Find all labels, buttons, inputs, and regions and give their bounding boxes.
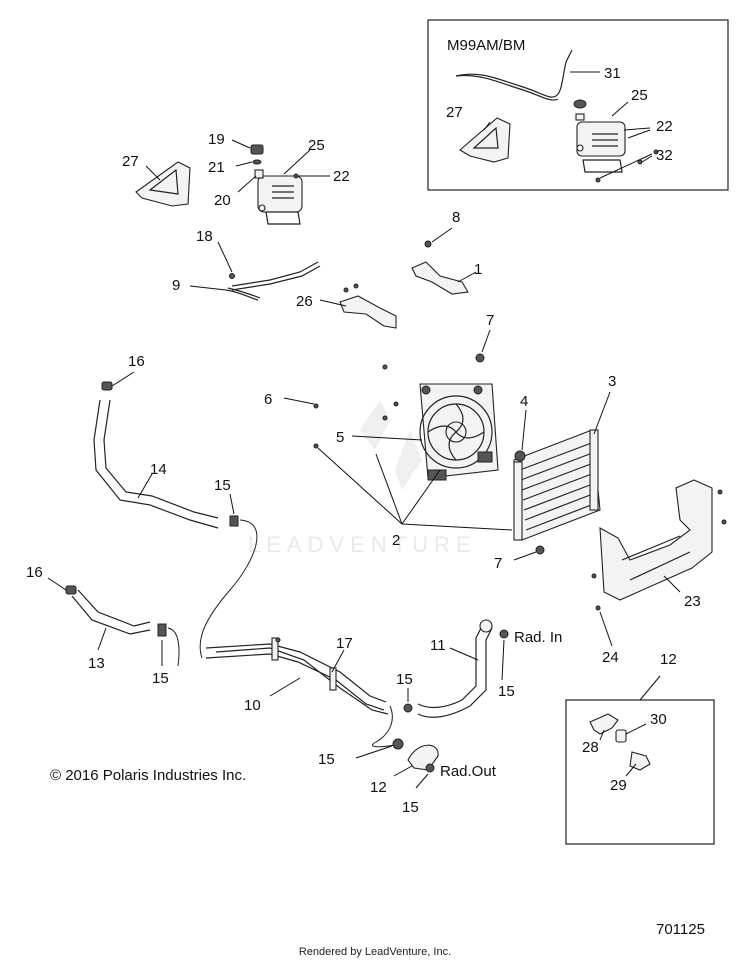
callout-27: 27 [122, 153, 139, 170]
callout-22: 22 [333, 168, 350, 185]
tube-route [199, 519, 258, 659]
cap-4 [514, 450, 526, 462]
bracket-26 [339, 295, 397, 329]
hose-12: 15 12 15 Rad.Out [318, 738, 497, 816]
copyright: © 2016 Polaris Industries Inc. [50, 767, 246, 784]
callout-21: 21 [208, 159, 225, 176]
callout-23: 23 [684, 593, 701, 610]
callout-31: 31 [604, 65, 621, 82]
clamp-30 [615, 729, 627, 743]
neck-20 [254, 169, 264, 179]
reservoir-group: 27 19 21 20 25 22 [122, 131, 350, 225]
callout-13: 13 [88, 655, 105, 672]
callout-22-inset: 22 [656, 118, 673, 135]
callout-29: 29 [610, 777, 627, 794]
callout-24: 24 [602, 649, 619, 666]
gasket-21 [252, 159, 262, 165]
callout-5: 5 [336, 429, 344, 446]
leader-32-b [641, 155, 653, 163]
callout-1: 1 [474, 261, 482, 278]
callout-8: 8 [452, 209, 460, 226]
callout-30: 30 [650, 711, 667, 728]
clamp-15-rad-out [425, 763, 435, 773]
callout-6: 6 [264, 391, 272, 408]
leader-25-inset [611, 101, 629, 117]
callout-16-bottom: 16 [26, 564, 43, 581]
callout-3: 3 [608, 373, 616, 390]
hose-28 [589, 713, 619, 735]
callout-7-bottom: 7 [494, 555, 502, 572]
inset-frame [427, 19, 729, 191]
leader-22-inset-b [627, 129, 651, 139]
callout-4: 4 [520, 393, 528, 410]
leader-22-inset-a [623, 127, 651, 131]
hose-14: 16 14 [93, 353, 219, 529]
inset-vent-hose [455, 49, 573, 98]
footer: Rendered by LeadVenture, Inc. [298, 946, 452, 958]
radiator-3: 4 3 [513, 373, 616, 541]
callout-28: 28 [582, 739, 599, 756]
callout-7-top: 7 [486, 312, 494, 329]
callout-32: 32 [656, 147, 673, 164]
callout-20: 20 [214, 192, 231, 209]
leader-32-a [599, 153, 653, 179]
label-rad-in: Rad. In [514, 629, 562, 646]
overflow-hose-group: 18 9 [172, 228, 321, 301]
breakdown-frame [565, 699, 715, 845]
inset-m99ambm: M99AM/BM 31 27 25 22 32 [427, 19, 729, 191]
overflow-hose-9 [225, 261, 319, 301]
cap-19 [250, 144, 264, 155]
callout-14: 14 [150, 461, 167, 478]
inset-bracket [459, 117, 511, 163]
callout-19: 19 [208, 131, 225, 148]
callout-15-d: 15 [396, 671, 413, 688]
callout-27-inset: 27 [446, 104, 463, 121]
callout-2: 2 [392, 532, 400, 549]
coolant-tubes-10: 17 10 [205, 635, 389, 715]
watermark: LEADVENTURE [248, 400, 477, 557]
inset-title: M99AM/BM [447, 37, 525, 54]
leaders-2: 2 [317, 447, 513, 549]
callout-25: 25 [308, 137, 325, 154]
callout-12: 12 [370, 779, 387, 796]
callout-15-c: 15 [498, 683, 515, 700]
clamp-16-bottom [65, 585, 77, 595]
drawing-number: 701125 [656, 921, 705, 938]
bracket-group: 8 1 26 [296, 209, 482, 329]
callout-15-a: 15 [214, 477, 231, 494]
callout-12-box: 12 [660, 651, 677, 668]
leader-27-inset [483, 121, 491, 131]
hose-11: 11 15 Rad. In [417, 619, 562, 718]
bracket-27 [135, 161, 191, 207]
callout-17: 17 [336, 635, 353, 652]
callout-26: 26 [296, 293, 313, 310]
bracket-1 [411, 261, 469, 295]
hose-12-breakdown: 12 28 30 29 [565, 651, 715, 845]
callout-15-f: 15 [402, 799, 419, 816]
callout-15-b: 15 [152, 670, 169, 687]
callout-16-top: 16 [128, 353, 145, 370]
inset-reservoir [573, 99, 626, 173]
callout-25-inset: 25 [631, 87, 648, 104]
callout-11: 11 [430, 637, 446, 654]
callout-9: 9 [172, 277, 180, 294]
clamp-16-top [101, 381, 113, 391]
callout-18: 18 [196, 228, 213, 245]
watermark-text: LEADVENTURE [248, 532, 477, 557]
guard-23: 23 24 [591, 479, 727, 666]
hose-13: 16 13 [26, 564, 151, 672]
clamp-15-rad-in [499, 629, 509, 639]
callout-10: 10 [244, 697, 261, 714]
callout-15-e: 15 [318, 751, 335, 768]
label-rad-out: Rad.Out [440, 763, 497, 780]
